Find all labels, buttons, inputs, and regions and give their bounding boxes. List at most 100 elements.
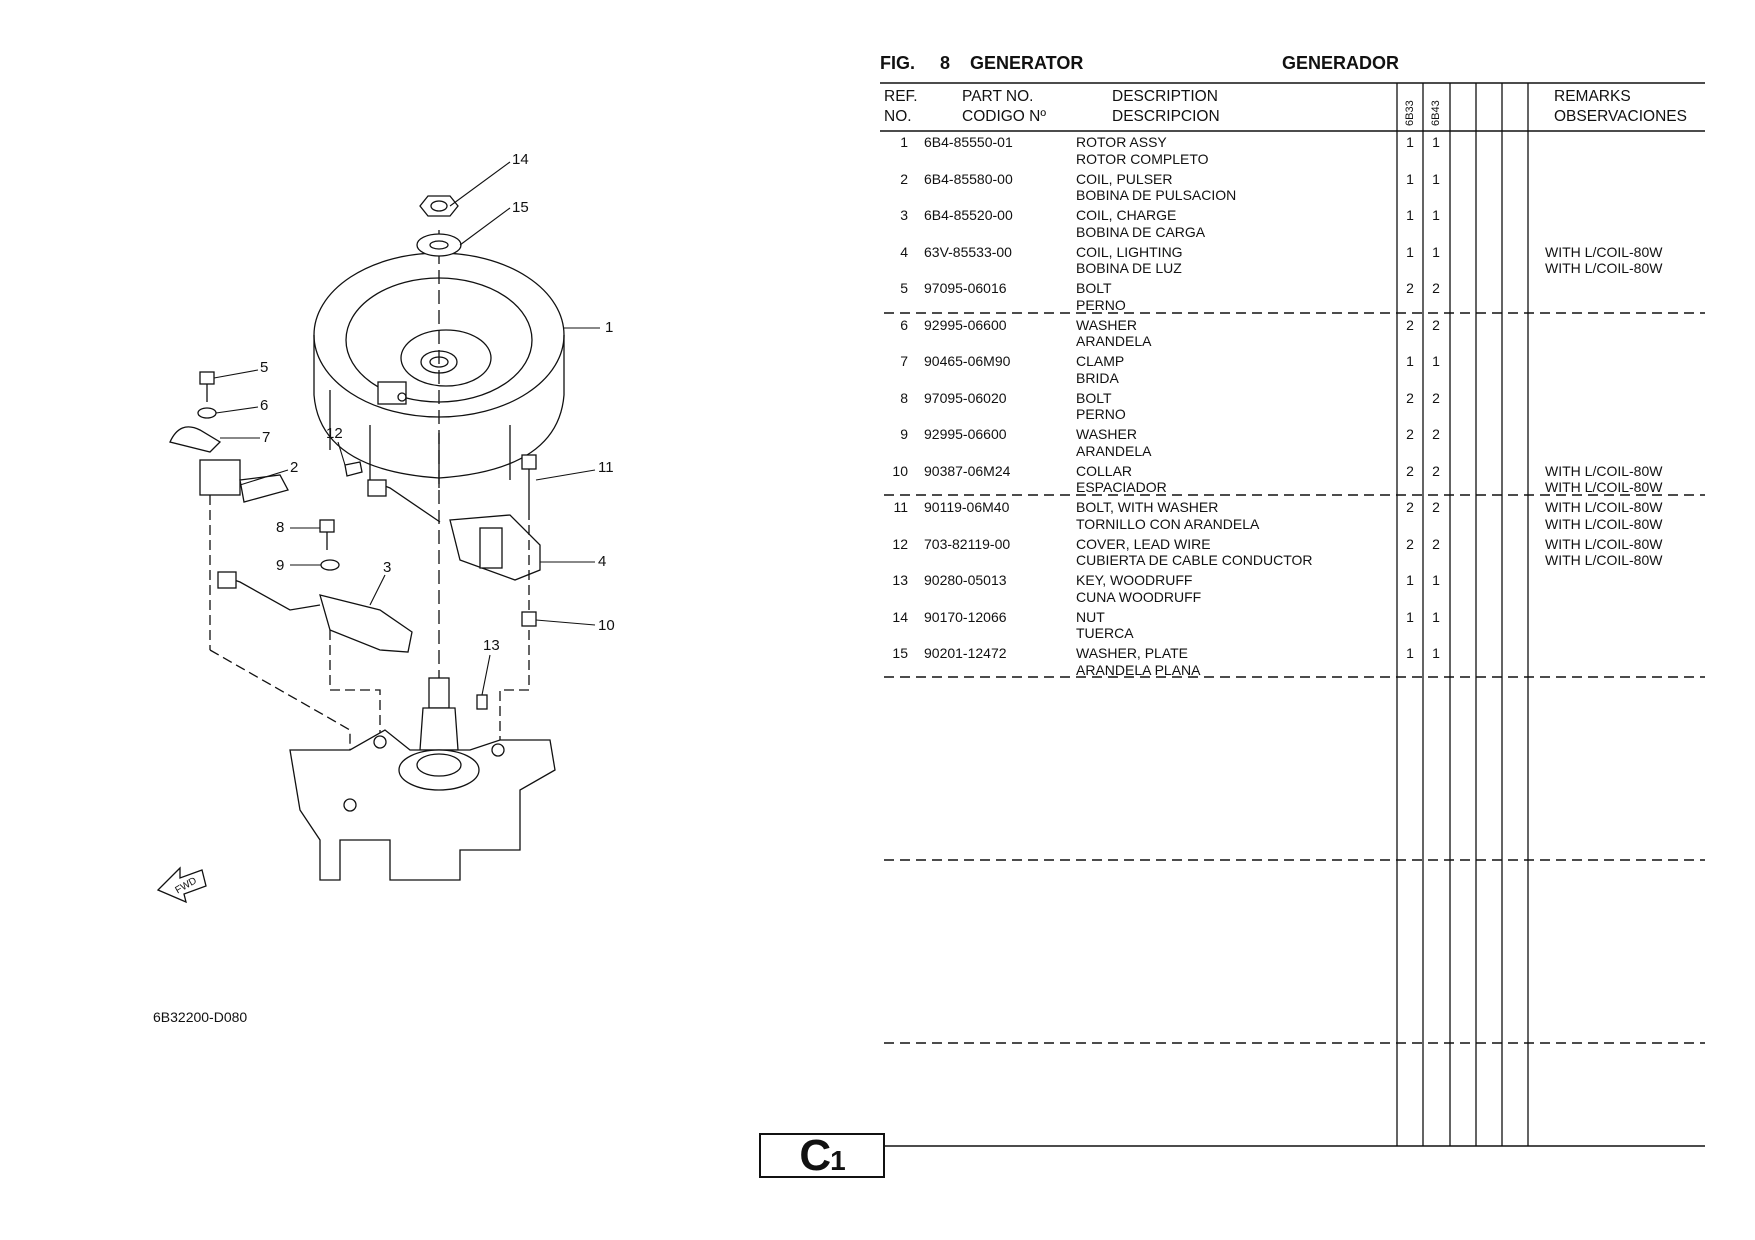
- description-spanish: ARANDELA: [1076, 333, 1152, 349]
- col-part-line1: PART NO.: [962, 88, 1034, 105]
- callout-10: 10: [598, 617, 615, 634]
- col-desc-line2: DESCRIPCION: [1112, 108, 1220, 125]
- col-remarks-line1: REMARKS: [1554, 88, 1631, 105]
- qty-6b43: 1: [1432, 572, 1440, 588]
- fig-number: 8: [940, 53, 951, 73]
- part-number: 6B4-85550-01: [924, 134, 1013, 150]
- col-ref-line2: NO.: [884, 108, 912, 125]
- description-spanish: BOBINA DE CARGA: [1076, 223, 1206, 240]
- description-english: KEY, WOODRUFF: [1076, 572, 1193, 588]
- qty-6b43: 2: [1432, 535, 1440, 552]
- callout-8: 8: [276, 519, 284, 536]
- description-spanish: BOBINA DE PULSACION: [1076, 187, 1237, 203]
- description-spanish: TORNILLO CON ARANDELA: [1076, 515, 1260, 532]
- ref-number: 11: [893, 499, 908, 515]
- qty-6b33: 1: [1406, 134, 1414, 150]
- qty-6b33: 2: [1406, 280, 1414, 296]
- description-spanish: PERNO: [1076, 406, 1126, 422]
- remark-line2: WITH L/COIL-80W: [1545, 260, 1663, 276]
- qty-6b33: 1: [1406, 353, 1414, 369]
- description-english: BOLT: [1076, 389, 1112, 406]
- description-spanish: PERNO: [1076, 296, 1126, 313]
- ref-number: 9: [900, 426, 908, 442]
- qty-6b33: 1: [1406, 645, 1414, 661]
- description-english: WASHER: [1076, 426, 1137, 442]
- col-part-header: PART NO. CODIGO Nº: [962, 87, 1046, 127]
- part-number: 90119-06M40: [924, 499, 1010, 515]
- callout-13: 13: [483, 637, 500, 654]
- qty-6b33: 1: [1406, 608, 1414, 625]
- description-english: COLLAR: [1076, 462, 1133, 479]
- part-number: 90280-05013: [924, 572, 1007, 588]
- qty-6b33: 2: [1406, 535, 1414, 552]
- description-spanish: CUNA WOODRUFF: [1076, 588, 1202, 605]
- description-spanish: ESPACIADOR: [1076, 479, 1167, 495]
- col-remarks-header: REMARKS OBSERVACIONES: [1554, 87, 1687, 127]
- description-spanish: BOBINA DE LUZ: [1076, 260, 1182, 276]
- remark-line1: WITH L/COIL-80W: [1545, 535, 1663, 552]
- ref-number: 13: [892, 572, 908, 588]
- qty-6b43: 1: [1432, 608, 1440, 625]
- col-ref-header: REF. NO.: [884, 87, 918, 127]
- col-desc-header: DESCRIPTION DESCRIPCION: [1112, 87, 1220, 127]
- qty-6b43: 2: [1432, 280, 1440, 296]
- exploded-parts-diagram: 14 15 1 5 6 7 2 12 11 4 10 8 9 3 13 FWD: [156, 151, 615, 904]
- callout-3: 3: [383, 559, 391, 576]
- section-number: 1: [830, 1145, 846, 1176]
- fig-label: FIG.: [880, 53, 915, 73]
- remark-line1: WITH L/COIL-80W: [1545, 499, 1663, 515]
- col-ref-line1: REF.: [884, 88, 918, 105]
- ref-number: 7: [900, 353, 908, 369]
- qty-6b43: 1: [1432, 243, 1440, 260]
- col-model-6b43: 6B43: [1430, 100, 1442, 126]
- description-english: ROTOR ASSY: [1076, 134, 1167, 150]
- description-english: WASHER: [1076, 316, 1137, 333]
- remark-line2: WITH L/COIL-80W: [1545, 515, 1663, 532]
- col-part-line2: CODIGO Nº: [962, 108, 1047, 125]
- qty-6b43: 1: [1432, 170, 1440, 187]
- qty-6b33: 1: [1406, 572, 1414, 588]
- ref-number: 1: [900, 134, 908, 150]
- description-english: COIL, PULSER: [1076, 170, 1173, 187]
- qty-6b43: 2: [1432, 316, 1440, 333]
- qty-6b43: 2: [1432, 499, 1440, 515]
- description-spanish: CUBIERTA DE CABLE CONDUCTOR: [1076, 552, 1313, 568]
- callout-11: 11: [598, 459, 614, 476]
- description-english: CLAMP: [1076, 353, 1125, 369]
- callout-4: 4: [598, 553, 606, 570]
- ref-number: 12: [892, 535, 908, 552]
- description-spanish: BRIDA: [1076, 369, 1119, 386]
- callout-12: 12: [326, 425, 343, 442]
- col-model-6b33: 6B33: [1404, 100, 1416, 126]
- callout-6: 6: [260, 397, 268, 414]
- remark-line2: WITH L/COIL-80W: [1545, 479, 1663, 495]
- description-spanish: TUERCA: [1076, 625, 1134, 641]
- part-number: 6B4-85580-00: [924, 170, 1013, 187]
- description-spanish: ARANDELA PLANA: [1076, 661, 1201, 678]
- callout-9: 9: [276, 557, 284, 574]
- qty-6b43: 2: [1432, 426, 1440, 442]
- part-number: 97095-06016: [924, 280, 1007, 296]
- description-spanish: ROTOR COMPLETO: [1076, 150, 1209, 167]
- description-spanish: ARANDELA: [1076, 442, 1152, 459]
- qty-6b33: 1: [1406, 207, 1414, 223]
- qty-6b43: 2: [1432, 462, 1440, 479]
- description-english: COIL, LIGHTING: [1076, 243, 1183, 260]
- description-english: COIL, CHARGE: [1076, 207, 1177, 223]
- qty-6b43: 1: [1432, 207, 1440, 223]
- callout-5: 5: [260, 359, 268, 376]
- qty-6b43: 1: [1432, 353, 1440, 369]
- ref-number: 10: [892, 462, 908, 479]
- remark-line1: WITH L/COIL-80W: [1545, 462, 1663, 479]
- qty-6b33: 2: [1406, 316, 1414, 333]
- part-number: 6B4-85520-00: [924, 207, 1013, 223]
- qty-6b43: 1: [1432, 645, 1440, 661]
- qty-6b33: 2: [1406, 389, 1414, 406]
- title-spanish: GENERADOR: [1282, 53, 1400, 73]
- callout-14: 14: [512, 151, 529, 168]
- part-number: 92995-06600: [924, 426, 1007, 442]
- part-number: 90201-12472: [924, 645, 1007, 661]
- section-letter: C: [799, 1131, 831, 1180]
- description-english: NUT: [1076, 608, 1105, 625]
